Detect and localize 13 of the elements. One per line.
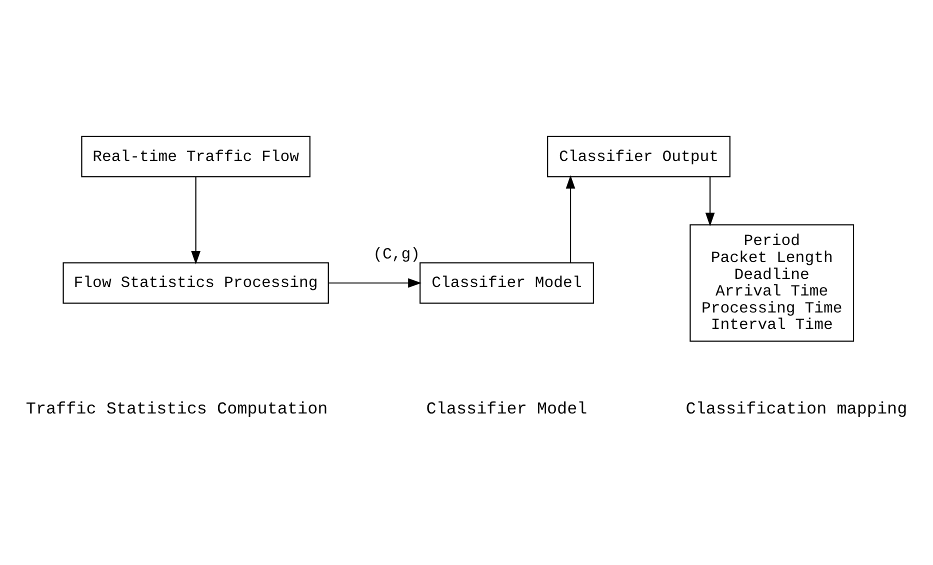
node-box: Flow Statistics Processing bbox=[62, 262, 329, 304]
arrow bbox=[191, 176, 201, 264]
node-box: Classifier Output bbox=[547, 135, 730, 177]
node-box: Real-time Traffic Flow bbox=[81, 135, 310, 177]
arrow bbox=[566, 174, 576, 262]
node-box: Classifier Model bbox=[420, 262, 594, 304]
arrow bbox=[705, 176, 715, 226]
label: Traffic Statistics Computation bbox=[26, 400, 328, 419]
label: Classifier Model bbox=[426, 400, 588, 419]
label: Classification mapping bbox=[686, 400, 908, 419]
arrow bbox=[328, 278, 422, 288]
node-box: Period Packet Length Deadline Arrival Time Processing Time Interval Time bbox=[690, 224, 854, 342]
node-label: (C,g) bbox=[373, 245, 420, 264]
